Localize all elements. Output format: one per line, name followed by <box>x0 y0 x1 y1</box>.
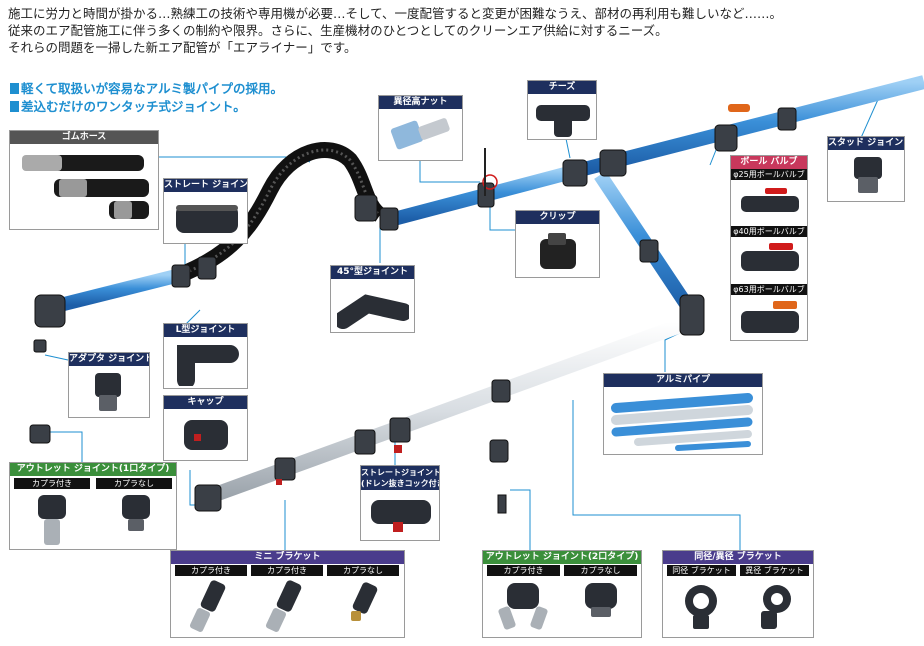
mini-bracket-label: ミニ ブラケット <box>171 551 404 564</box>
adapter-joint-label: アダプタ ジョイント <box>69 353 149 366</box>
joints <box>29 107 797 514</box>
alumi-pipe-box: アルミパイプ <box>603 373 763 455</box>
outlet2-label: アウトレット ジョイント(2口タイプ) <box>483 551 641 564</box>
cap-label: キャップ <box>164 396 247 409</box>
ball-valve-box: ボール バルブ φ25用ボールバルブ φ40用ボールバルブ φ63用ボールバルブ <box>730 155 808 341</box>
clip-label: クリップ <box>516 211 599 224</box>
cap-box: キャップ <box>163 395 248 461</box>
clip-box: クリップ <box>515 210 600 278</box>
l-joint-box: L型ジョイント <box>163 323 248 389</box>
ball-valve-label: ボール バルブ <box>731 156 807 169</box>
l-joint-label: L型ジョイント <box>164 324 247 337</box>
feature-1: 軽くて取扱いが容易なアルミ製パイプの採用。 <box>10 78 283 97</box>
stud-joint-label: スタッド ジョイント <box>828 137 904 150</box>
tees-label: チーズ <box>528 81 596 94</box>
joint45-label: 45°型ジョイント <box>331 266 414 279</box>
mini-bracket-box: ミニ ブラケット カプラ付き カプラ付き カプラなし <box>170 550 405 638</box>
outlet2-without-label: カプラなし <box>564 565 637 576</box>
intro-text: 施工に労力と時間が掛かる…熟練工の技術や専用機が必要…そして、一度配管すると変更… <box>8 5 918 56</box>
blue-pipes <box>35 75 924 430</box>
intro-line-1: 施工に労力と時間が掛かる…熟練工の技術や専用機が必要…そして、一度配管すると変更… <box>8 6 783 21</box>
bracket-box: 同径/異径 ブラケット 同径 ブラケット 異径 ブラケット <box>662 550 814 638</box>
mini-3-label: カプラなし <box>327 565 399 576</box>
rubber-hose-box: ゴムホース <box>9 130 159 230</box>
outlet1-box: アウトレット ジョイント(1口タイプ) カプラ付き カプラなし <box>9 462 177 550</box>
reducer-nut-label: 異径高ナット <box>379 96 462 109</box>
bracket-same-label: 同径 ブラケット <box>667 565 736 576</box>
intro-line-2: 従来のエア配管施工に伴う多くの制約や限界。さらに、生産機材のひとつとしてのクリー… <box>8 23 668 38</box>
feature-2: 差込むだけのワンタッチ式ジョイント。 <box>10 96 246 115</box>
rubber-hose-label: ゴムホース <box>10 131 158 144</box>
straight-drain-label: ストレートジョイント (ドレン抜きコック付き) <box>361 466 439 490</box>
bv-25-label: φ25用ボールバルブ <box>731 169 807 180</box>
adapter-joint-box: アダプタ ジョイント <box>68 352 150 418</box>
straight-joint-label: ストレート ジョイント <box>164 179 247 192</box>
outlet2-box: アウトレット ジョイント(2口タイプ) カプラ付き カプラなし <box>482 550 642 638</box>
outlet2-with-label: カプラ付き <box>487 565 560 576</box>
bv-63-label: φ63用ボールバルブ <box>731 284 807 295</box>
straight-joint-box: ストレート ジョイント <box>163 178 248 244</box>
outlet1-with-label: カプラ付き <box>14 478 90 489</box>
mini-2-label: カプラ付き <box>251 565 323 576</box>
intro-line-3: それらの問題を一掃した新エア配管が「エアライナー」です。 <box>8 40 357 55</box>
outlet1-label: アウトレット ジョイント(1口タイプ) <box>10 463 176 476</box>
alumi-pipe-label: アルミパイプ <box>604 374 762 387</box>
bracket-diff-label: 異径 ブラケット <box>740 565 809 576</box>
stud-joint-box: スタッド ジョイント <box>827 136 905 202</box>
mini-1-label: カプラ付き <box>175 565 247 576</box>
tees-box: チーズ <box>527 80 597 140</box>
bv-40-label: φ40用ボールバルブ <box>731 226 807 237</box>
joint45-box: 45°型ジョイント <box>330 265 415 333</box>
bracket-label: 同径/異径 ブラケット <box>663 551 813 564</box>
reducer-nut-box: 異径高ナット <box>378 95 463 161</box>
outlet1-without-label: カプラなし <box>96 478 172 489</box>
straight-drain-box: ストレートジョイント (ドレン抜きコック付き) <box>360 465 440 541</box>
